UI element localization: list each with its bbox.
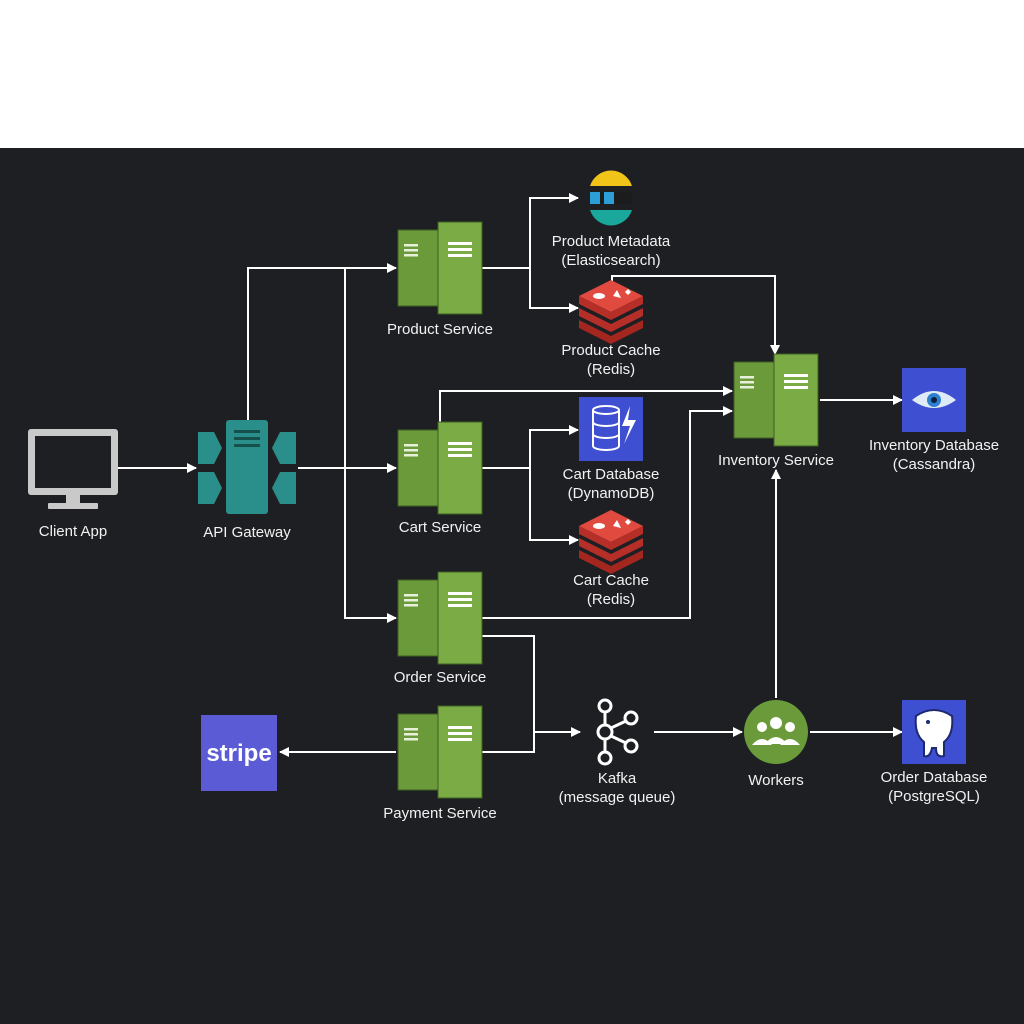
cart-cache-sublabel: (Redis) xyxy=(587,591,635,608)
cart-database-sublabel: (DynamoDB) xyxy=(568,485,655,502)
cart-service-label: Cart Service xyxy=(399,519,482,536)
architecture-diagram: Client App API Gateway Product Service C… xyxy=(0,148,1024,1024)
order-service-label: Order Service xyxy=(394,669,487,686)
monitor-icon xyxy=(28,429,118,509)
server-icon xyxy=(733,353,819,447)
product-service-node: Product Service xyxy=(387,221,493,338)
cart-cache-node: Cart Cache (Redis) xyxy=(573,510,649,608)
server-icon xyxy=(397,571,483,665)
server-icon xyxy=(397,221,483,315)
postgresql-icon xyxy=(902,700,966,764)
redis-icon xyxy=(579,280,643,344)
stripe-logo-text: stripe xyxy=(206,740,271,767)
api-gateway-icon xyxy=(198,420,296,514)
workers-icon xyxy=(744,700,808,764)
product-cache-node: Product Cache (Redis) xyxy=(561,280,661,378)
diagram-svg: Client App API Gateway Product Service C… xyxy=(28,170,999,822)
kafka-node: Kafka (message queue) xyxy=(559,698,676,806)
server-icon xyxy=(397,705,483,799)
edge-gateway-product xyxy=(247,263,397,420)
order-service-node: Order Service xyxy=(394,571,487,686)
cart-service-node: Cart Service xyxy=(397,421,483,536)
edge-cart-inventory xyxy=(439,386,733,422)
edge-cart-dynamodb xyxy=(482,425,579,469)
inventory-service-label: Inventory Service xyxy=(718,452,834,469)
order-database-sublabel: (PostgreSQL) xyxy=(888,788,980,805)
edge-cart-cache xyxy=(529,468,579,545)
payment-service-label: Payment Service xyxy=(383,805,496,822)
payment-service-node: Payment Service xyxy=(383,705,497,822)
product-metadata-label: Product Metadata xyxy=(552,233,671,250)
workers-label: Workers xyxy=(748,772,804,789)
order-database-node: Order Database (PostgreSQL) xyxy=(881,700,988,805)
order-database-label: Order Database xyxy=(881,769,988,786)
edge-order-inventory xyxy=(482,406,733,619)
edge-payment-kafka xyxy=(482,732,535,753)
product-metadata-node: Product Metadata (Elasticsearch) xyxy=(552,170,671,269)
cassandra-icon xyxy=(902,368,966,432)
product-service-label: Product Service xyxy=(387,321,493,338)
elasticsearch-icon xyxy=(590,170,632,226)
kafka-label: Kafka xyxy=(598,770,637,787)
inventory-database-node: Inventory Database (Cassandra) xyxy=(869,368,999,473)
cart-cache-label: Cart Cache xyxy=(573,572,649,589)
workers-node: Workers xyxy=(744,700,808,789)
stripe-node: stripe xyxy=(201,715,277,791)
cart-database-node: Cart Database (DynamoDB) xyxy=(563,397,660,502)
kafka-sublabel: (message queue) xyxy=(559,789,676,806)
inventory-database-sublabel: (Cassandra) xyxy=(893,456,976,473)
client-app-node: Client App xyxy=(28,429,118,540)
product-metadata-sublabel: (Elasticsearch) xyxy=(561,252,660,269)
server-icon xyxy=(397,421,483,515)
inventory-service-node: Inventory Service xyxy=(718,353,834,469)
api-gateway-label: API Gateway xyxy=(203,524,291,541)
product-cache-label: Product Cache xyxy=(561,342,660,359)
redis-icon xyxy=(579,510,643,574)
edge-product-cache xyxy=(529,268,579,313)
api-gateway-node: API Gateway xyxy=(198,420,296,541)
kafka-icon xyxy=(596,698,639,766)
dynamodb-icon xyxy=(579,397,643,461)
stripe-logo xyxy=(201,715,277,791)
cart-database-label: Cart Database xyxy=(563,466,660,483)
connectors xyxy=(118,193,903,757)
product-cache-sublabel: (Redis) xyxy=(587,361,635,378)
inventory-database-label: Inventory Database xyxy=(869,437,999,454)
client-app-label: Client App xyxy=(39,523,107,540)
edge-product-metadata xyxy=(482,193,579,269)
edge-order-kafka xyxy=(482,635,581,737)
edge-gateway-order xyxy=(344,268,396,618)
